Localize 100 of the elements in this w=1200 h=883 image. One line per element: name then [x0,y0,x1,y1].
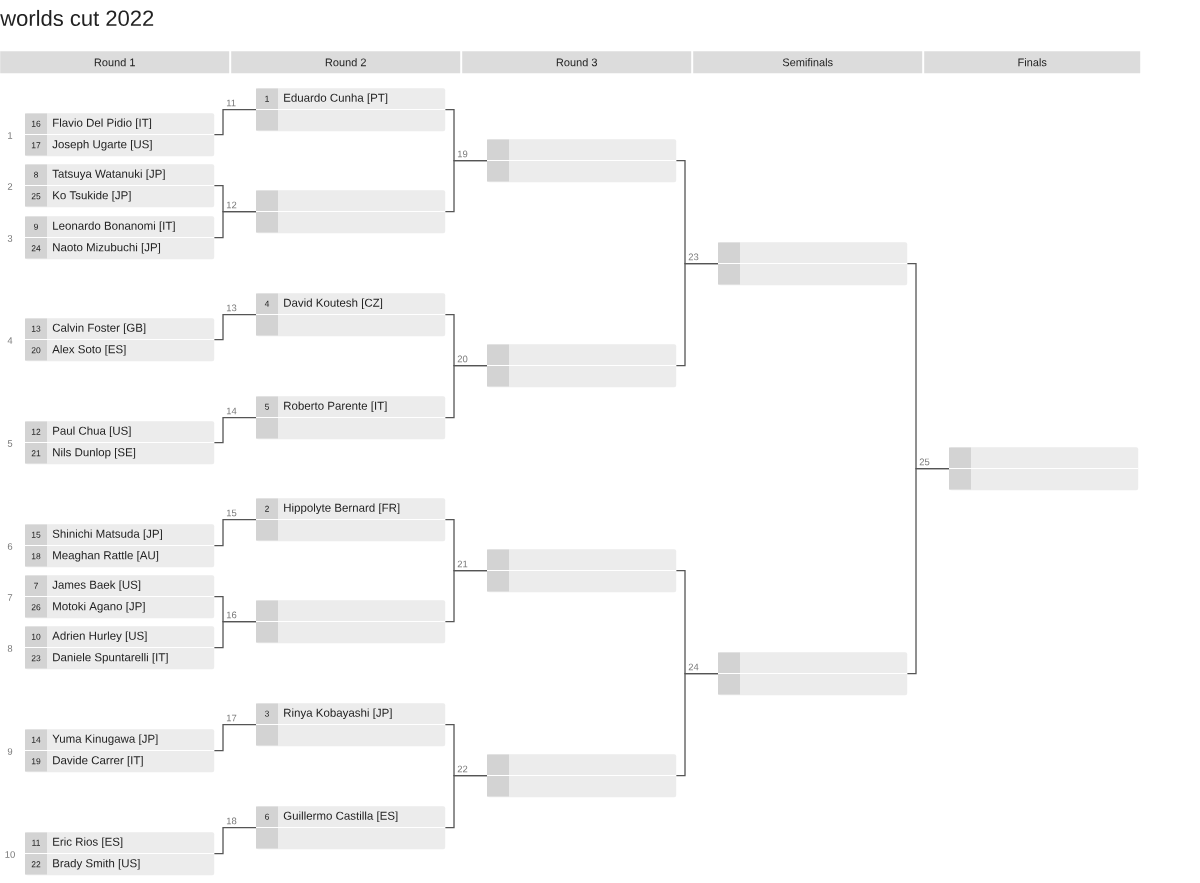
player-name: Brady Smith [US] [53,858,140,870]
bracket-connector [213,519,257,547]
match-number: 1 [8,132,13,139]
bracket-connector [675,673,719,777]
player-name: Tatsuya Watanuki [JP] [52,169,165,181]
match-number: 4 [7,337,13,344]
player-name: Eric Rios [ES] [53,837,123,849]
bracket-connector [444,775,488,829]
seed-number: 19 [31,758,41,765]
seed-number: 26 [31,604,41,611]
match-number: 9 [7,748,13,755]
match-number: 15 [226,509,237,517]
seed-number: 12 [31,428,41,435]
column-header: Round 1 [0,51,230,74]
match-number: 2 [7,183,13,190]
player-name: James Baek [US] [52,580,141,592]
bracket-connector [444,570,488,623]
seed-number: 7 [34,582,38,589]
seed-number: 1 [265,95,269,102]
match-number: 11 [226,99,236,107]
match-number: 18 [226,817,237,825]
bracket-connector [213,827,257,855]
column-header: Finals [924,51,1141,74]
seed-number: 21 [31,450,41,457]
seed-number: 14 [31,736,41,743]
player-name: Paul Chua [US] [53,426,131,438]
player-name: Daniele Spuntarelli [IT] [53,652,168,664]
match-number: 25 [919,458,930,466]
seed-number: 15 [31,531,41,538]
bracket-connector [444,160,488,213]
seed-number: 5 [265,403,269,410]
bracket-connector [213,314,257,341]
player-name: Roberto Parente [IT] [284,401,387,413]
bracket-connector [906,468,950,675]
seed-number: 3 [264,710,269,717]
match-number: 19 [457,150,468,158]
seed-number: 9 [34,223,38,230]
bracket-connector [213,621,257,649]
match-number: 22 [457,765,468,773]
match-number: 23 [688,253,699,261]
seed-number: 25 [31,193,41,200]
node-label: Finals [1018,58,1047,67]
match-number: 6 [7,543,13,550]
node-label: Round 2 [325,58,366,67]
match-number: 5 [7,440,13,447]
seed-number: 24 [31,245,41,252]
player-name: Adrien Hurley [US] [52,631,147,643]
player-name: Alex Soto [ES] [52,344,126,356]
node-label: Round 3 [556,58,597,67]
bracket-connector [675,263,719,367]
match-number: 10 [5,851,15,858]
seed-number: 23 [31,655,41,662]
seed-number: 13 [31,325,41,332]
column-header: Round 3 [462,51,692,74]
player-name: Flavio Del Pidio [IT] [53,118,152,130]
player-name: Joseph Ugarte [US] [52,139,152,151]
seed-number: 18 [31,553,41,560]
player-name: Eduardo Cunha [PT] [284,93,388,105]
player-name: Hippolyte Bernard [FR] [284,503,400,515]
bracket-connector [213,417,257,444]
seed-number: 11 [32,839,40,846]
seed-number: 16 [31,120,41,127]
seed-number: 10 [31,633,41,640]
bracket-connector [213,724,257,752]
seed-number: 22 [31,861,41,868]
match-number: 8 [7,645,13,652]
match-number: 12 [226,201,237,209]
player-name: Naoto Mizubuchi [JP] [53,242,160,254]
match-number: 17 [226,714,237,722]
bracket-connector [444,365,488,419]
match-number: 7 [7,594,13,601]
match-number: 24 [688,663,699,671]
match-number: 3 [7,235,13,242]
player-name: Guillermo Castilla [ES] [283,811,398,823]
player-name: Shinichi Matsuda [JP] [52,529,162,541]
player-name: Nils Dunlop [SE] [53,447,136,459]
match-number: 21 [457,560,468,568]
node-label: Round 1 [94,58,135,67]
match-number: 16 [226,611,237,619]
player-name: Meaghan Rattle [AU] [53,550,159,562]
player-name: Yuma Kinugawa [JP] [52,734,158,746]
player-name: Motoki Agano [JP] [53,601,145,613]
match-number: 20 [457,355,468,363]
title: worlds cut 2022 [0,9,154,27]
seed-number: 2 [265,505,269,512]
player-name: Leonardo Bonanomi [IT] [53,221,175,233]
player-name: David Koutesh [CZ] [284,298,383,310]
bracket-connector [213,211,257,239]
column-header: Semifinals [693,51,923,74]
seed-number: 6 [265,813,269,820]
node-label: Semifinals [782,58,833,67]
seed-number: 4 [264,300,270,307]
player-name: Davide Carrer [IT] [53,755,143,767]
match-number: 13 [226,304,237,312]
seed-number: 8 [34,171,38,178]
player-name: Calvin Foster [GB] [52,323,146,335]
player-name: Ko Tsukide [JP] [53,190,131,202]
seed-number: 17 [31,142,41,149]
seed-number: 20 [31,347,41,354]
bracket-connector [213,109,257,136]
